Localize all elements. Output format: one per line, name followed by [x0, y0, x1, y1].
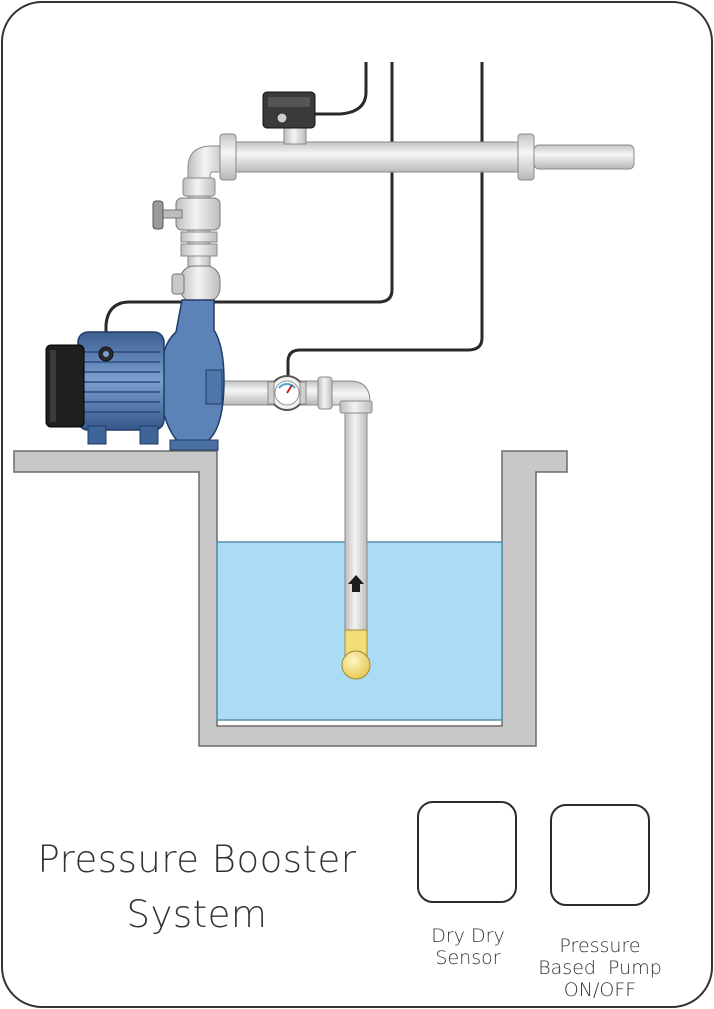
diagram-title-line-1: Pressure Booster: [37, 838, 357, 881]
header-pipe: [187, 91, 635, 181]
switch-caption-line-3: ON/OFF: [563, 979, 637, 1001]
sensor-icon-box: [417, 801, 517, 903]
valve-handle-icon: [152, 200, 164, 230]
suction-pipe: [341, 407, 371, 680]
pressure-gauge: [267, 375, 307, 411]
sensor-caption-line-2: Sensor: [435, 947, 501, 969]
switch-icon-box: [550, 804, 650, 906]
float-ball: [341, 650, 371, 680]
riser-pipe: [152, 174, 221, 306]
switch-caption: Pressure Based Pump ON/OFF: [530, 935, 670, 1001]
sensor-caption: Dry Dry Sensor: [408, 925, 528, 969]
sensor-caption-line-1: Dry Dry: [431, 925, 505, 947]
centrifugal-pump: [45, 299, 225, 451]
flow-arrow-icon: [348, 575, 364, 592]
switch-caption-line-2: Based Pump: [538, 957, 662, 979]
diagram-title-line-2: System: [126, 893, 268, 936]
electrical-cables: [104, 62, 484, 378]
switch-caption-line-1: Pressure: [559, 935, 641, 957]
